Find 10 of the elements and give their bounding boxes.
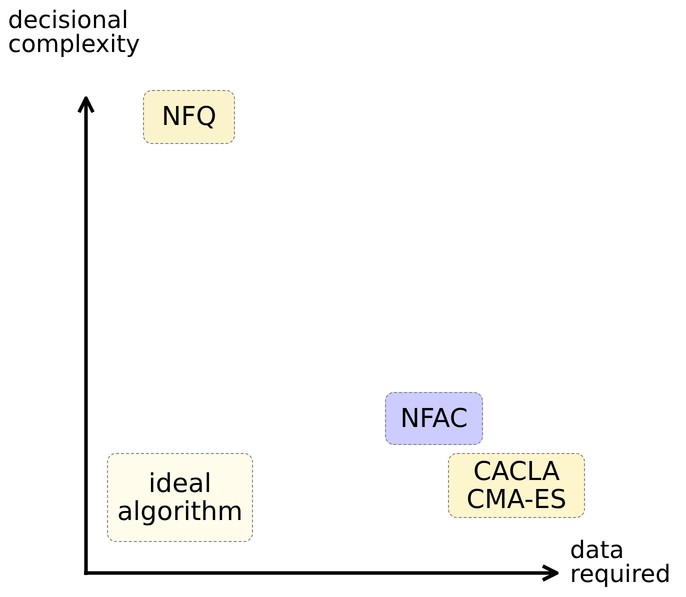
y-axis-label: decisional complexity	[8, 8, 141, 56]
method-box	[107, 453, 253, 542]
x-axis-label: data required	[570, 538, 672, 586]
method-name: NFQ	[162, 103, 216, 131]
method-name: ideal algorithm	[116, 470, 244, 526]
method-name: NFAC	[400, 404, 468, 432]
method-box	[143, 90, 235, 144]
method-name: CACLA CMA-ES	[465, 458, 568, 514]
method-box	[385, 392, 483, 445]
method-box	[448, 453, 585, 518]
